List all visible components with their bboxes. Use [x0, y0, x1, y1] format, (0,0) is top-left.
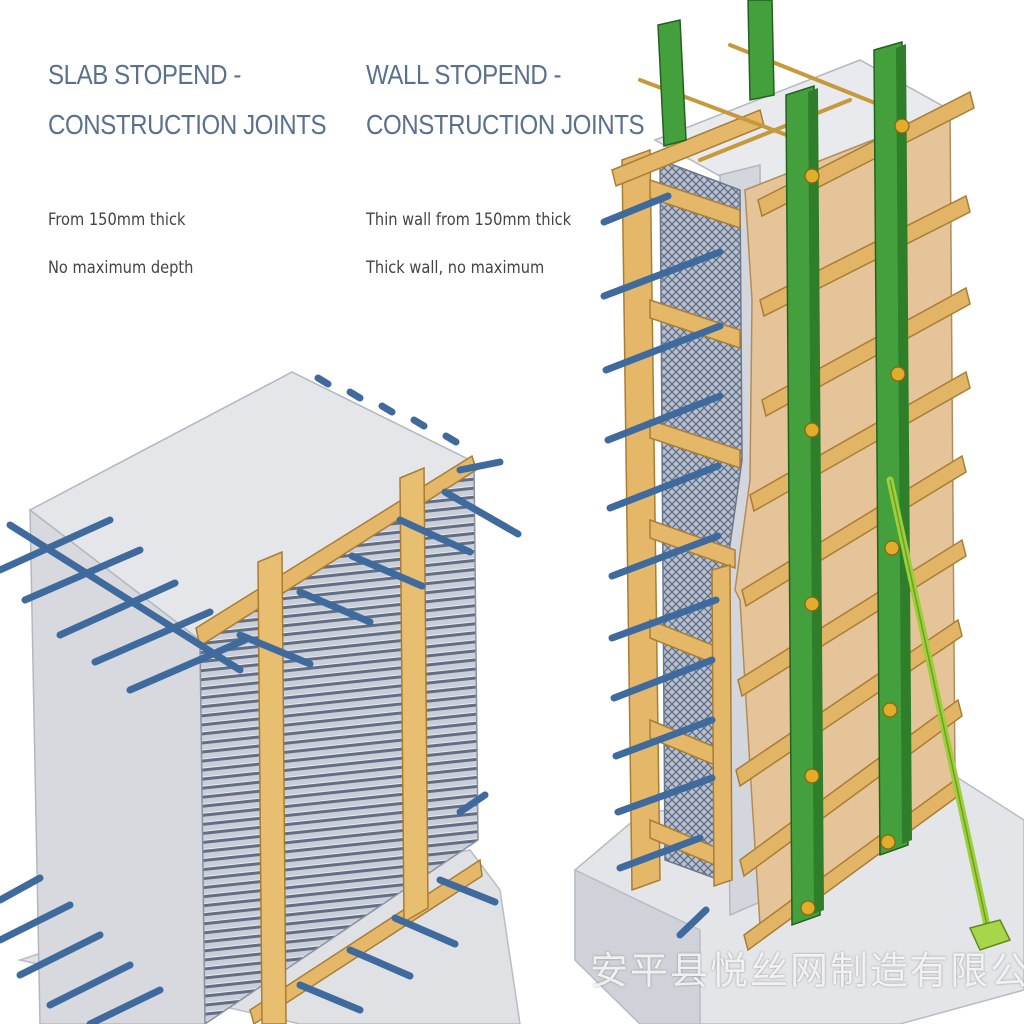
slab-timber-upright-left	[257, 550, 287, 1024]
slab-top-rebars	[0, 374, 522, 694]
slab-spec-thickness: From 150mm thick	[48, 210, 186, 230]
wall-stopend-drawing	[574, 0, 1024, 1024]
wall-title: WALL STOPEND - CONSTRUCTION JOINTS	[366, 50, 645, 150]
slab-specs: From 150mm thick No maximum depth	[48, 196, 193, 292]
slab-title-line2: CONSTRUCTION JOINTS	[48, 109, 327, 140]
wall-base-side	[574, 868, 701, 1024]
company-watermark: 安平县悦丝网制造有限公司	[590, 949, 1024, 993]
soldier-back-right	[747, 0, 775, 101]
slab-title: SLAB STOPEND - CONSTRUCTION JOINTS	[48, 50, 327, 150]
slab-timber-upright-right	[399, 466, 429, 924]
wall-title-line1: WALL STOPEND -	[366, 59, 562, 90]
wall-title-line2: CONSTRUCTION JOINTS	[366, 109, 645, 140]
soldier-back-left	[657, 19, 687, 147]
wall-rebars	[600, 192, 724, 939]
wall-timber-frame	[611, 108, 765, 892]
slab-title-line1: SLAB STOPEND -	[48, 59, 241, 90]
wall-steel-soldiers	[657, 0, 912, 927]
slab-stopend-drawing	[0, 371, 522, 1024]
slab-bottom-rebars	[0, 791, 499, 1024]
wall-spec-thin: Thin wall from 150mm thick	[366, 210, 572, 230]
prop-base-plate	[968, 919, 1012, 951]
wall-specs: Thin wall from 150mm thick Thick wall, n…	[366, 196, 571, 292]
wall-soldier-clamps	[800, 118, 910, 916]
slab-spec-depth: No maximum depth	[48, 258, 194, 278]
wall-push-pull-prop	[886, 476, 1012, 951]
wall-spec-thick: Thick wall, no maximum	[366, 258, 545, 278]
